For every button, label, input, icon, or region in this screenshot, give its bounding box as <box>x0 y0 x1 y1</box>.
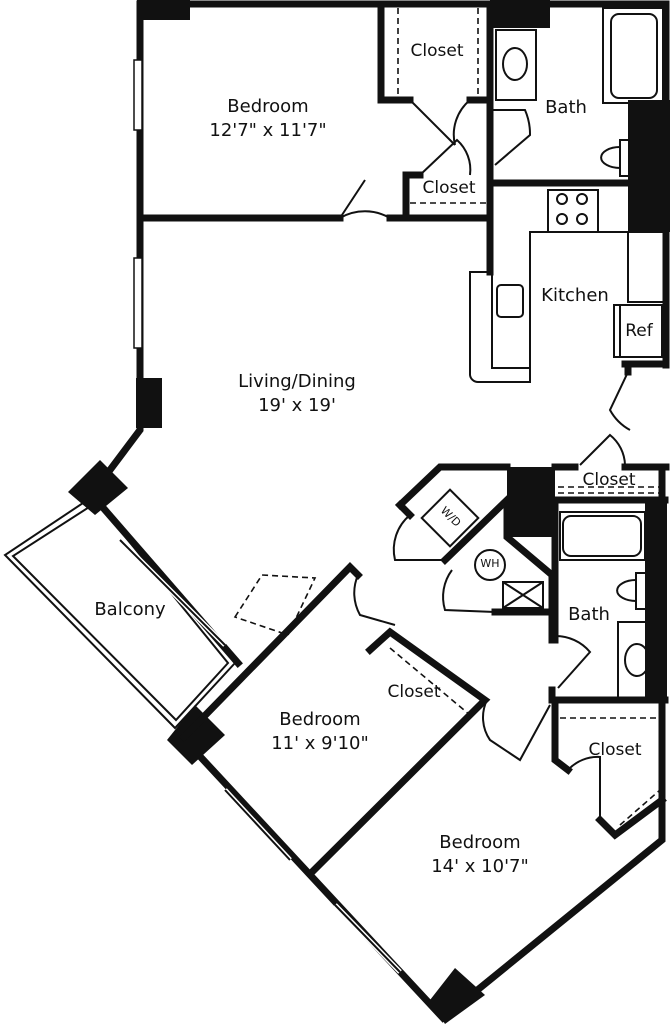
water-heater-label: WH <box>480 557 500 570</box>
room-label-balcony: Balcony <box>94 599 166 620</box>
room-label-closet-4: Closet <box>387 682 441 702</box>
room-name: Bedroom <box>439 832 521 853</box>
room-label-closet-1: Closet <box>410 41 464 61</box>
room-name: Living/Dining <box>238 371 356 392</box>
room-label-bath-1: Bath <box>545 97 587 118</box>
room-label-closet-2: Closet <box>422 178 476 198</box>
room-label-closet-3: Closet <box>582 470 636 490</box>
room-label-bath-2: Bath <box>568 604 610 625</box>
room-label-closet-5: Closet <box>588 740 642 760</box>
room-size: 19' x 19' <box>258 395 336 417</box>
exterior-walls <box>68 0 670 1024</box>
room-name: Bedroom <box>227 96 309 117</box>
room-label-bedroom-3: Bedroom 14' x 10'7" <box>431 831 529 880</box>
room-size: 14' x 10'7" <box>431 856 529 878</box>
refrigerator-label: Ref <box>625 321 653 341</box>
room-size: 11' x 9'10" <box>271 733 369 755</box>
room-name: Bedroom <box>279 709 361 730</box>
room-label-bedroom-1: Bedroom 12'7" x 11'7" <box>209 95 326 144</box>
fixtures <box>233 7 665 699</box>
room-label-bedroom-2: Bedroom 11' x 9'10" <box>271 708 369 757</box>
room-label-kitchen: Kitchen <box>541 285 609 306</box>
interior-walls <box>136 0 670 877</box>
room-label-living-dining: Living/Dining 19' x 19' <box>238 370 356 419</box>
room-size: 12'7" x 11'7" <box>209 120 327 142</box>
